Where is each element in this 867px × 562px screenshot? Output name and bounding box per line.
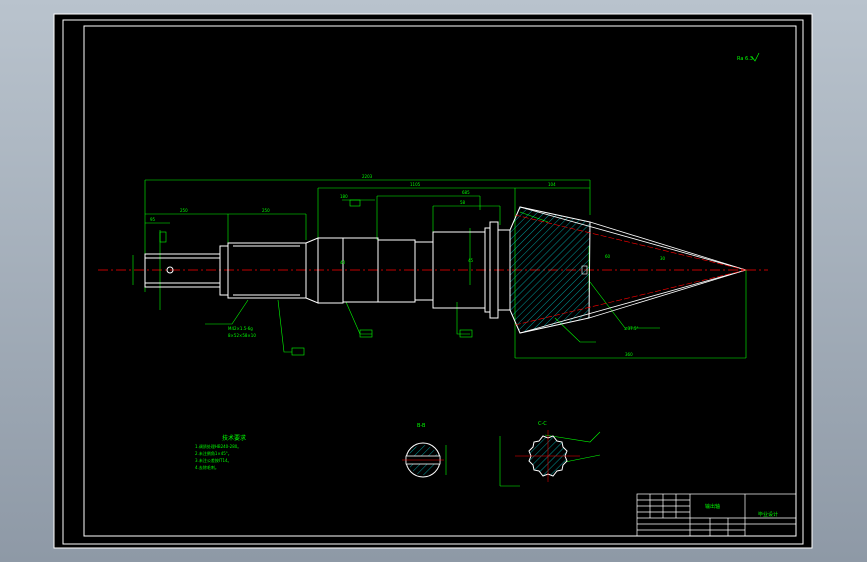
tech-requirements: 技术要求 1.调质处理HB240-280。 2.未注倒角1×45°。 3.未注公…: [195, 434, 246, 470]
outer-frame: [62, 19, 804, 545]
dim-f: 180: [340, 194, 348, 199]
dim-g: 58: [460, 200, 466, 205]
inner-frame: [83, 25, 797, 537]
title-part-name: 输出轴: [705, 503, 720, 510]
dim-bottom: 360: [625, 352, 633, 357]
dim-d: 250: [262, 208, 270, 213]
section-bb-label: B-B: [417, 423, 426, 429]
tech-title: 技术要求: [222, 434, 246, 442]
angle-note: ∠37.5°: [624, 326, 639, 331]
leader-lines: [205, 211, 660, 463]
bevel-gear: [509, 206, 747, 334]
section-cc: C-C: [499, 421, 580, 487]
callout-boxes: [159, 199, 473, 356]
dim-h: 104: [548, 182, 556, 187]
tech-line-2: 2.未注倒角1×45°。: [195, 450, 232, 456]
section-cc-label: C-C: [538, 421, 547, 427]
dim-k: 40: [340, 260, 346, 265]
dim-c: 250: [180, 208, 188, 213]
dim-overall: 2203: [362, 174, 373, 179]
title-school: 毕业设计: [758, 511, 778, 518]
thread-note-1: M42×1.5-6g: [228, 326, 253, 331]
tech-line-1: 1.调质处理HB240-280。: [195, 443, 241, 449]
dim-j: 45: [468, 258, 474, 263]
dim-i: 60: [605, 254, 611, 259]
title-block: [636, 493, 797, 537]
tech-line-4: 4.去除毛刺。: [195, 464, 219, 470]
dim-e: 95: [150, 217, 156, 222]
dim-a: 1105: [410, 182, 421, 187]
roughness-icon: [751, 52, 760, 62]
tech-line-3: 3.未注公差按IT14。: [195, 457, 232, 463]
thread-note-2: 8×52×58×10: [228, 333, 256, 338]
dim-b: 685: [462, 190, 470, 195]
dim-right: 30: [660, 256, 666, 261]
section-bb: B-B: [402, 423, 447, 478]
roughness-corner-label: Ra 6.3: [737, 56, 753, 62]
